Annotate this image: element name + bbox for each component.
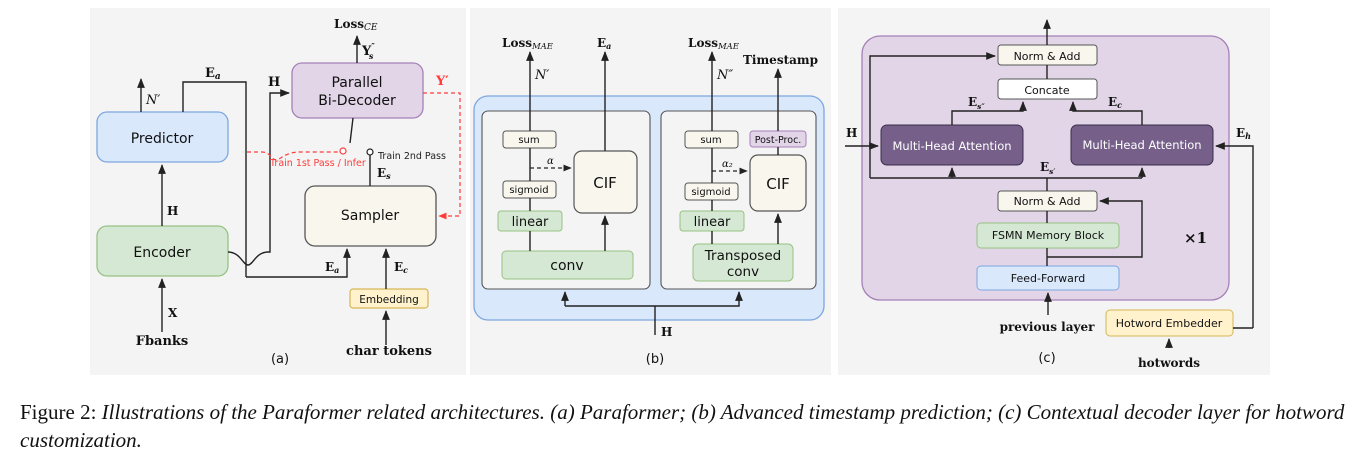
transposed-conv-line1: Transposed xyxy=(704,248,781,264)
y-s-label: Y″s xyxy=(361,41,375,61)
fbanks-label: Fbanks xyxy=(136,334,189,349)
embedding-label: Embedding xyxy=(359,294,419,306)
predictor-label: Predictor xyxy=(131,131,194,147)
h-mid-label: H xyxy=(167,204,178,218)
panel-a-caption: (a) xyxy=(271,352,289,367)
alpha-label: α xyxy=(547,156,554,167)
alpha2-label: α₂ xyxy=(722,159,733,170)
x-label: X xyxy=(168,306,178,320)
figure-caption-prefix: Figure 2: xyxy=(20,400,102,424)
predictor-block: Predictor xyxy=(96,111,229,163)
n-prime-label: N′ xyxy=(145,93,160,108)
embedding-block: Embedding xyxy=(349,288,429,309)
norm-add-bottom: Norm & Add xyxy=(1014,195,1081,208)
linear-right: linear xyxy=(694,215,731,230)
ea-label: Ea xyxy=(597,36,611,51)
h-label-c: H xyxy=(846,126,857,140)
eh-label: Eh xyxy=(1236,126,1251,141)
panel-c-caption: (c) xyxy=(1038,351,1055,366)
train-1st-pass-dashed xyxy=(247,151,340,161)
post-proc-box: Post-Proc. xyxy=(755,135,802,146)
figure-diagram: Predictor Encoder Parallel Bi-Decoder Sa… xyxy=(90,8,1270,375)
residual-wire xyxy=(869,52,996,178)
encoder-label: Encoder xyxy=(133,245,190,261)
sum-right: sum xyxy=(700,135,721,146)
h-label-b: H xyxy=(661,325,672,339)
n-prime-label-b: N′ xyxy=(534,68,549,83)
sigmoid-left: sigmoid xyxy=(509,185,548,196)
decoder-label-line2: Bi-Decoder xyxy=(318,93,396,109)
linear-left: linear xyxy=(512,215,549,230)
hotword-embedder-block: Hotword Embedder xyxy=(1116,317,1223,330)
switch-node-1st xyxy=(339,147,347,155)
sampler-label: Sampler xyxy=(341,208,399,224)
es2-label: Es″ xyxy=(968,95,985,111)
switch-arm xyxy=(349,117,354,144)
conv-left: conv xyxy=(550,258,583,274)
panel-c: Norm & Add Concate Multi-Head Attention … xyxy=(838,8,1270,375)
cif-right: CIF xyxy=(766,175,790,193)
y-prime-dashed xyxy=(423,92,461,220)
ec-label: Ec xyxy=(394,260,408,275)
cif-left: CIF xyxy=(593,174,617,192)
ea-wire xyxy=(182,81,247,277)
es-label: Es xyxy=(377,166,391,181)
loss-mae-right-label: LossMAE xyxy=(688,36,740,52)
sum-left: sum xyxy=(518,135,539,146)
fsmn-residual-wire xyxy=(1047,197,1143,258)
loss-ce-label: LossCE xyxy=(334,17,378,33)
figure-caption-text: Illustrations of the Paraformer related … xyxy=(20,400,1345,452)
train-2nd-pass-label: Train 2nd Pass xyxy=(377,151,446,162)
ea-top-label: Ea xyxy=(205,66,221,82)
es1-label: Es′ xyxy=(1040,160,1055,176)
h-to-decoder-wire xyxy=(227,89,290,266)
h-top-label: H xyxy=(268,75,280,90)
parallel-bi-decoder-block: Parallel Bi-Decoder xyxy=(291,62,424,119)
repeat-label: ×1 xyxy=(1184,229,1207,247)
char-tokens-label: char tokens xyxy=(346,344,432,359)
mha-right: Multi-Head Attention xyxy=(1082,138,1201,152)
previous-layer-label: previous layer xyxy=(1000,320,1095,334)
figure-caption: Figure 2: Illustrations of the Paraforme… xyxy=(20,398,1350,454)
panel-b: sum sigmoid linear CIF conv sum sigmoid … xyxy=(470,8,831,375)
fsmn-block: FSMN Memory Block xyxy=(992,229,1105,242)
panel-b-caption: (b) xyxy=(646,352,664,367)
hotwords-label: hotwords xyxy=(1138,356,1200,370)
norm-add-top: Norm & Add xyxy=(1014,50,1081,63)
ea-to-sampler-wire xyxy=(246,248,351,278)
eh-wire xyxy=(1215,142,1254,328)
switch-node-2nd xyxy=(366,148,374,156)
n-dprime-label: N″ xyxy=(716,68,733,83)
y-prime-label: Y′ xyxy=(435,74,449,89)
mha-left: Multi-Head Attention xyxy=(892,139,1011,153)
timestamp-label: Timestamp xyxy=(743,53,818,67)
ec-label-c: Ec xyxy=(1108,95,1122,110)
feed-forward-block: Feed-Forward xyxy=(1011,272,1085,285)
decoder-label-line1: Parallel xyxy=(331,75,382,91)
sigmoid-right: sigmoid xyxy=(691,187,730,198)
ea-bottom-label: Ea xyxy=(325,260,339,275)
transposed-conv-line2: conv xyxy=(727,264,759,280)
encoder-block: Encoder xyxy=(96,225,229,277)
train-1st-pass-label: Train 1st Pass / Infer xyxy=(269,158,366,169)
sampler-block: Sampler xyxy=(304,185,437,247)
panel-a: Predictor Encoder Parallel Bi-Decoder Sa… xyxy=(90,8,466,375)
loss-mae-left-label: LossMAE xyxy=(502,36,554,52)
concate-box: Concate xyxy=(1024,84,1069,97)
